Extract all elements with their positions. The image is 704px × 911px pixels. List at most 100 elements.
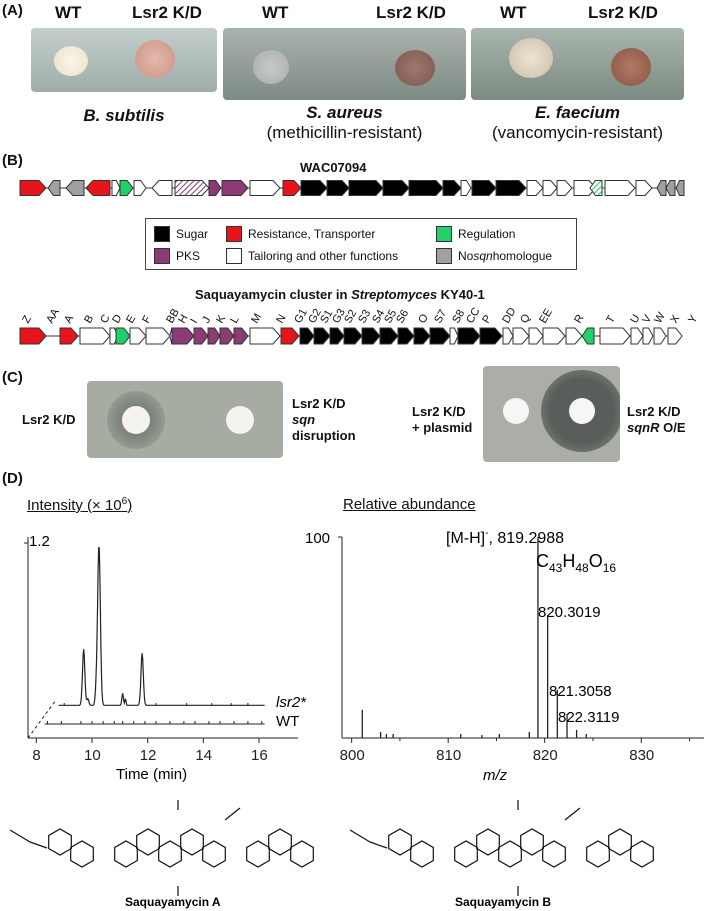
gene-tailoring-36 <box>653 327 667 345</box>
gene-tailoring-2 <box>79 327 111 345</box>
gene-sugar-25 <box>457 327 481 345</box>
gene-regulation-26 <box>589 180 603 196</box>
legend-resistance: Resistance, Transporter <box>226 226 375 242</box>
gene-tailoring-28 <box>512 327 530 345</box>
gene-sugar-20 <box>379 327 399 345</box>
cluster-1-title: WAC07094 <box>300 160 367 175</box>
gene-pks-9 <box>208 180 222 196</box>
gene-label-EE: EE <box>537 307 555 326</box>
gene-nosqn-2 <box>65 180 85 196</box>
gene-tailoring-29 <box>528 327 544 345</box>
cluster-2-title: Saquayamycin cluster in Streptomyces KY4… <box>195 287 485 302</box>
gene-label-S2: S2 <box>342 308 359 326</box>
gene-resistance-1 <box>59 327 79 345</box>
gene-pks-8 <box>171 327 195 345</box>
chemical-structures: Saquayamycin A Saquayamycin B <box>9 800 654 909</box>
gene-pks-12 <box>233 327 249 345</box>
panel-d-label: (D) <box>2 470 23 487</box>
gene-sugar-18 <box>343 327 363 345</box>
gene-sugar-19 <box>361 327 381 345</box>
gene-tailoring-5 <box>129 327 147 345</box>
gene-label-S7: S7 <box>432 308 449 326</box>
gene-sugar-21 <box>495 180 527 196</box>
wt-header-2: WT <box>262 3 289 22</box>
ms-ion-label: [M-H]-, 819.2988 <box>446 528 564 547</box>
compound-name-b: Saquayamycin B <box>455 895 551 909</box>
gene-label-F: F <box>140 313 154 325</box>
gene-tailoring-22 <box>526 180 544 196</box>
gene-sugar-16 <box>382 180 410 196</box>
chrom-xtick-8: 8 <box>32 747 40 764</box>
legend-tailoring: Tailoring and other functions <box>226 248 398 264</box>
gene-resistance-3 <box>85 180 111 196</box>
legend-no-sqn: No sqn homologue <box>436 248 552 264</box>
ms-peak-label-822: 822.3119 <box>558 709 619 726</box>
chrom-xtick-10: 10 <box>84 747 101 764</box>
gene-tailoring-28 <box>635 180 653 196</box>
gene-regulation-5 <box>119 180 134 196</box>
chrom-ylabel: Intensity (× 106) <box>27 496 133 514</box>
panel-a-label: (A) <box>2 2 23 19</box>
ms-xlabel: m/z <box>483 767 508 784</box>
ms-formula: C43H48O16 <box>536 551 616 575</box>
ms-ylabel: Relative abundance <box>343 496 476 513</box>
gene-tailoring-31 <box>565 327 583 345</box>
gene-sugar-23 <box>429 327 451 345</box>
panel-b-label: (B) <box>2 152 23 169</box>
wt-colony <box>54 46 88 76</box>
panel-c-label: (C) <box>2 369 23 386</box>
gene-tailoring-4 <box>111 180 121 196</box>
disk-sqn-disruption <box>226 406 254 434</box>
gene-label-N: N <box>274 313 288 326</box>
chrom-ytick: 1.2 <box>29 533 50 550</box>
gene-label-P: P <box>480 313 494 325</box>
gene-label-D: D <box>110 313 124 326</box>
gene-tailoring-27 <box>502 327 514 345</box>
gene-sugar-21 <box>397 327 415 345</box>
gene-label-W: W <box>652 310 668 326</box>
gene-resistance-0 <box>19 327 47 345</box>
ms-xtick-830: 830 <box>629 747 654 764</box>
gene-pks-8 <box>174 180 210 196</box>
gene-nosqn-29 <box>656 180 667 196</box>
wt-header-3: WT <box>500 3 527 22</box>
gene-sugar-17 <box>408 180 444 196</box>
disk-lsr2 <box>122 406 150 434</box>
organism-b-subtilis: B. subtilis <box>83 106 165 125</box>
plate-b-subtilis <box>31 28 217 92</box>
wt-colony <box>509 38 553 78</box>
gene-label-S8: S8 <box>450 308 467 326</box>
gene-label-S1: S1 <box>318 308 335 326</box>
mutant-colony <box>395 50 435 86</box>
gene-tailoring-33 <box>599 327 631 345</box>
gene-label-X: X <box>668 313 682 326</box>
ms-peak-label-821: 821.3058 <box>549 683 612 700</box>
gene-pks-10 <box>207 327 221 345</box>
gene-sugar-22 <box>413 327 431 345</box>
gene-nosqn-31 <box>675 180 685 196</box>
gene-label-Y: Y <box>686 313 700 326</box>
gene-tailoring-6 <box>133 180 147 196</box>
gene-label-S5: S5 <box>382 308 399 326</box>
ms-xtick-820: 820 <box>533 747 558 764</box>
gene-sugar-15 <box>348 180 384 196</box>
gene-sugar-16 <box>313 327 331 345</box>
gene-tailoring-11 <box>249 180 281 196</box>
gene-regulation-32 <box>581 327 595 345</box>
gene-regulation-4 <box>115 327 131 345</box>
gene-label-T: T <box>604 313 618 325</box>
gene-tailoring-27 <box>604 180 636 196</box>
gene-label-K: K <box>214 313 228 326</box>
gene-resistance-0 <box>19 180 47 196</box>
gene-sugar-17 <box>329 327 345 345</box>
plate-c1-label-left: Lsr2 K/D <box>22 412 76 427</box>
mutant-header-2: Lsr2 K/D <box>376 3 446 22</box>
gene-resistance-12 <box>282 180 302 196</box>
wt-colony <box>253 50 289 84</box>
chrom-xlabel: Time (min) <box>116 766 187 783</box>
gene-label-DD: DD <box>500 306 518 326</box>
trace-label-wt: WT <box>276 713 299 730</box>
